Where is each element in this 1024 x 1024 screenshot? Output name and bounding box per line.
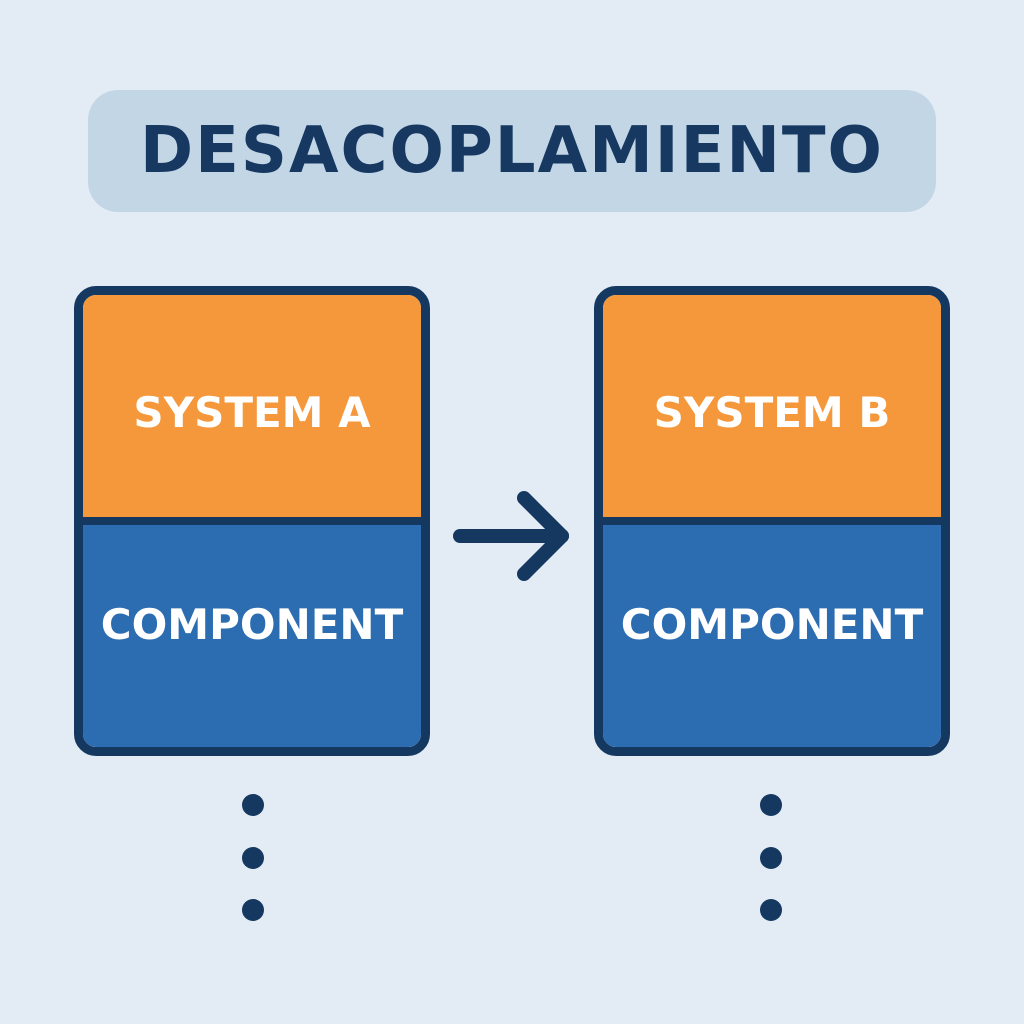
diagram-title: DESACOPLAMIENTO bbox=[140, 114, 884, 188]
system-a-component: COMPONENT bbox=[83, 525, 421, 747]
vertical-ellipsis-icon bbox=[760, 794, 782, 921]
system-a-label: SYSTEM A bbox=[133, 387, 371, 437]
system-b-box: SYSTEM B COMPONENT bbox=[594, 286, 950, 756]
system-b-label: SYSTEM B bbox=[653, 387, 891, 437]
system-b-component-label: COMPONENT bbox=[620, 599, 924, 649]
system-b-component: COMPONENT bbox=[603, 525, 941, 747]
system-b-header: SYSTEM B bbox=[603, 295, 941, 525]
system-a-box: SYSTEM A COMPONENT bbox=[74, 286, 430, 756]
arrow-right-icon bbox=[453, 491, 569, 581]
title-banner: DESACOPLAMIENTO bbox=[88, 90, 936, 212]
system-a-header: SYSTEM A bbox=[83, 295, 421, 525]
vertical-ellipsis-icon bbox=[242, 794, 264, 921]
system-a-component-label: COMPONENT bbox=[100, 599, 404, 649]
